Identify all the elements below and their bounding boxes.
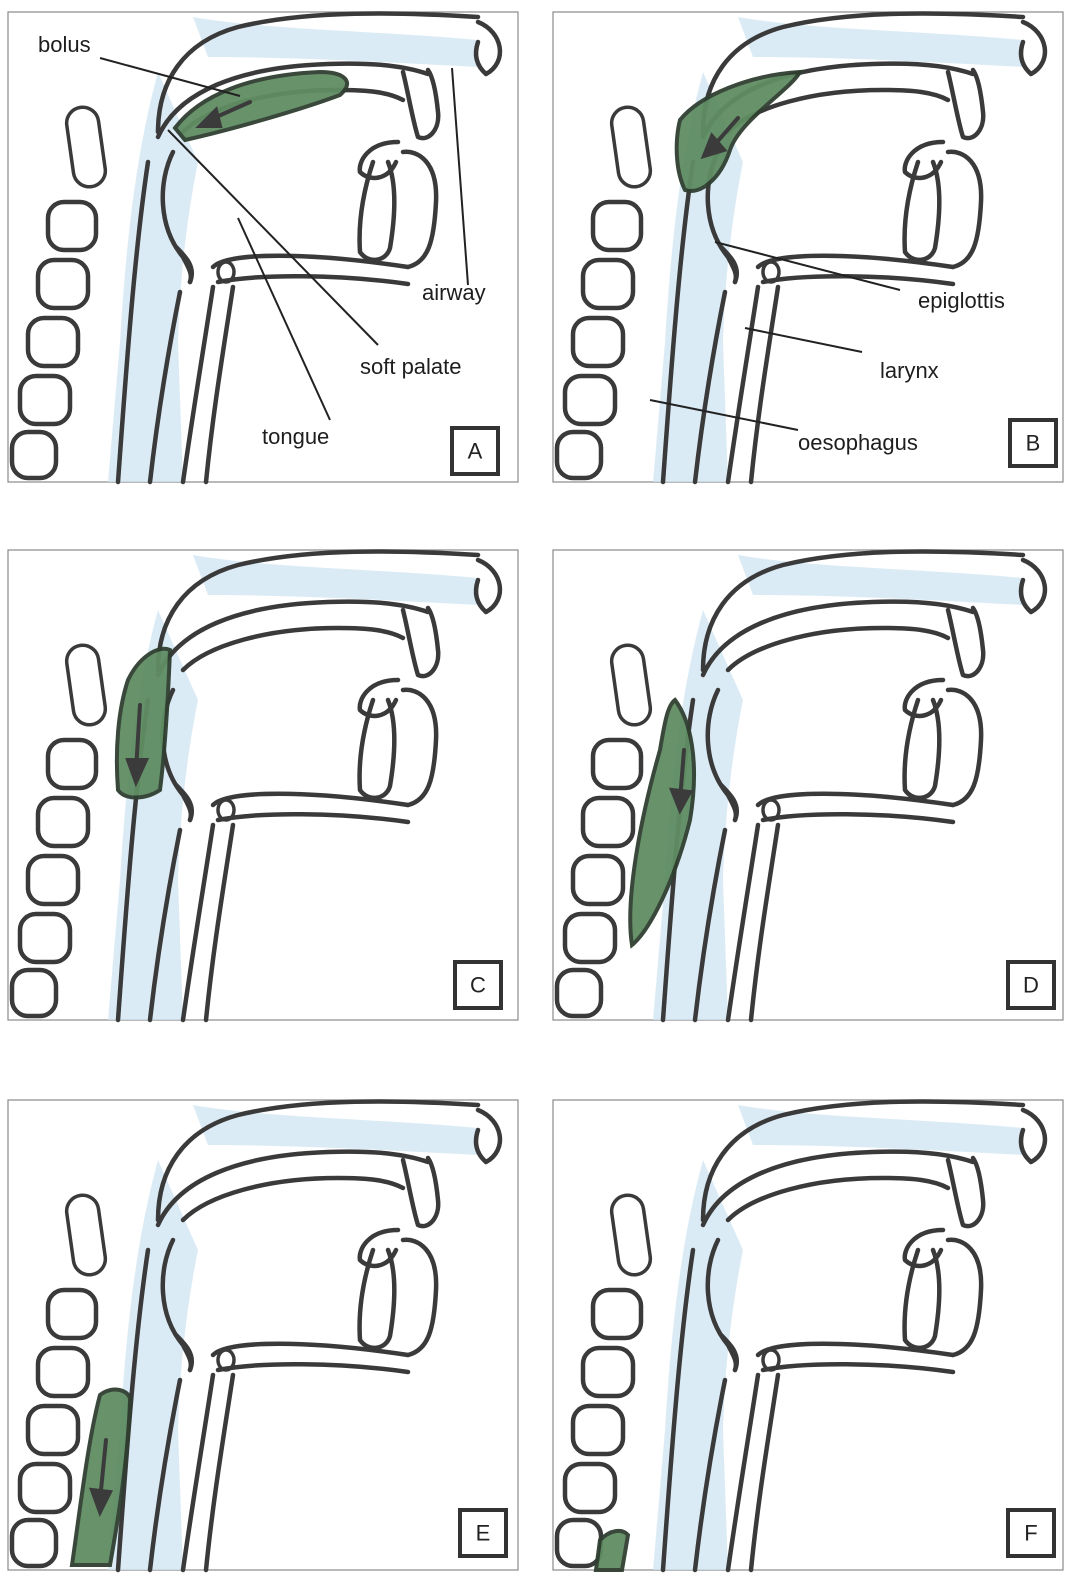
- panel-letter-f: F: [1008, 1510, 1054, 1556]
- panel-f: [553, 1100, 1063, 1570]
- panel-letter-c: C: [455, 962, 501, 1008]
- panel-d: [553, 550, 1063, 1020]
- bolus-panel-c: [117, 649, 170, 798]
- panel-letter-b: B: [1010, 420, 1056, 466]
- label-oesophagus: oesophagus: [798, 430, 918, 455]
- panel-c: [8, 550, 518, 1020]
- label-epiglottis: epiglottis: [918, 288, 1005, 313]
- label-larynx: larynx: [880, 358, 939, 383]
- panel-b: [553, 12, 1063, 482]
- label-tongue: tongue: [262, 424, 329, 449]
- label-bolus: bolus: [38, 32, 91, 57]
- label-soft-palate: soft palate: [360, 354, 462, 379]
- svg-text:C: C: [470, 973, 486, 998]
- panel-letter-d: D: [1008, 962, 1054, 1008]
- label-airway: airway: [422, 280, 486, 305]
- svg-text:B: B: [1026, 431, 1041, 456]
- svg-text:A: A: [468, 439, 483, 464]
- panel-letter-e: E: [460, 1510, 506, 1556]
- svg-text:D: D: [1023, 973, 1039, 998]
- svg-text:F: F: [1024, 1521, 1037, 1546]
- bolus-panel-a: [175, 72, 347, 140]
- svg-text:E: E: [476, 1521, 491, 1546]
- bolus-panel-f: [596, 1531, 628, 1570]
- panel-letter-a: A: [452, 428, 498, 474]
